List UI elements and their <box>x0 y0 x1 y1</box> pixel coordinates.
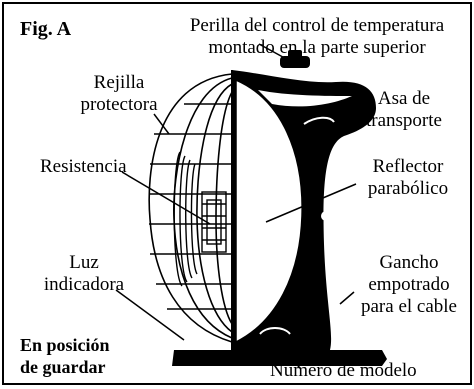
carry-handle-line-2: transporte <box>366 110 442 131</box>
leader-resistencia <box>121 171 211 225</box>
carry-handle-line-1: Asa de <box>377 88 431 109</box>
cord-hook-callout: Gancho empotrado para el cable <box>350 252 468 318</box>
indicator-light-callout: Luz indicadora <box>28 252 140 296</box>
figure-label: Fig. A <box>20 18 72 40</box>
parabolic-reflector-line-1: Reflector <box>372 156 444 177</box>
indicator-light-line-2: indicadora <box>43 274 125 295</box>
temperature-knob-line-1: Perilla del control de temperatura <box>189 15 445 36</box>
heater-illustration <box>115 43 387 369</box>
temperature-knob-line-2: montado en la parte superior <box>208 37 426 58</box>
model-plate <box>259 327 291 335</box>
leader-luz <box>115 289 185 341</box>
carry-handle <box>258 90 352 107</box>
cord-hook-line-1: Gancho <box>379 252 439 273</box>
parabolic-reflector <box>235 78 303 344</box>
cord-hook-slot <box>334 246 338 342</box>
heater-base <box>172 350 387 366</box>
parabolic-reflector-callout: Reflector parabólico <box>356 156 460 200</box>
heating-element-coil <box>173 151 227 287</box>
leader-grille <box>153 113 170 135</box>
leader-gancho <box>339 291 355 305</box>
leader-handle <box>341 99 357 109</box>
housing-screw <box>321 211 331 221</box>
stowed-position-line-2: de guardar <box>20 357 106 377</box>
parabolic-reflector-line-2: parabólico <box>367 178 449 199</box>
indicator-light-line-1: Luz <box>69 252 99 273</box>
model-number-callout: Numero de modelo <box>270 360 417 381</box>
heating-element-callout: Resistencia <box>40 156 127 177</box>
protective-grille-line-2: protectora <box>80 94 158 115</box>
temperature-knob-callout: Perilla del control de temperatura monta… <box>172 15 462 59</box>
protective-grille-callout: Rejilla protectora <box>70 72 168 116</box>
leader-reflector <box>265 183 357 223</box>
stowed-position-label: En posición de guardar <box>20 334 110 378</box>
protective-grille-line-1: Rejilla <box>93 72 145 93</box>
cord-hook-line-3: para el cable <box>361 296 457 317</box>
leader-knob <box>258 43 293 63</box>
carry-handle-callout: Asa de transporte <box>356 88 452 132</box>
leader-lines <box>115 43 357 369</box>
figure-frame: Fig. A Perilla del control de temperatur… <box>2 2 472 385</box>
stowed-position-line-1: En posición <box>20 335 110 355</box>
cord-hook-line-2: empotrado <box>368 274 450 295</box>
leader-modelo <box>288 355 301 369</box>
